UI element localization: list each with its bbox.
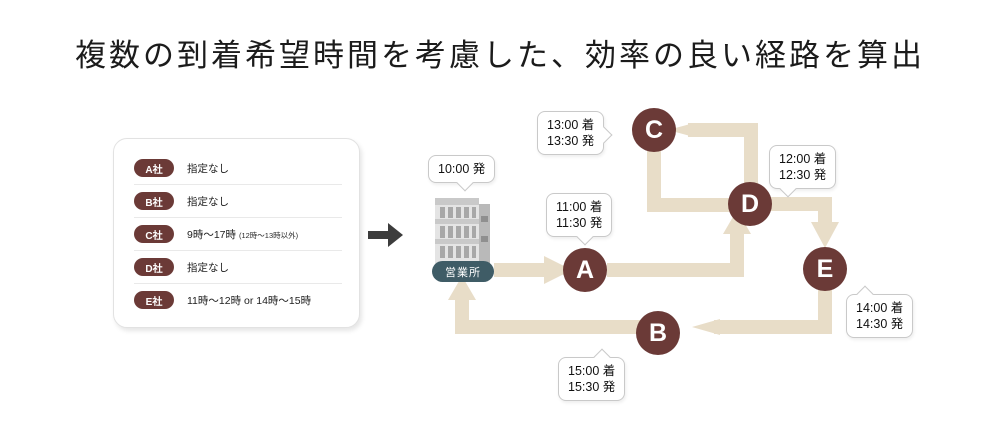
callout-e-line2: 14:30 発 bbox=[856, 317, 904, 331]
callout-stop-e: 14:00 着 14:30 発 bbox=[846, 285, 914, 338]
stop-node-c[interactable]: C bbox=[632, 108, 676, 152]
company-badge-d: D社 bbox=[134, 258, 174, 276]
stop-node-b[interactable]: B bbox=[636, 311, 680, 355]
time-window-c-note: (12時〜13時以外) bbox=[238, 230, 299, 240]
time-window-b: 指定なし bbox=[187, 194, 229, 209]
right-arrow-icon bbox=[368, 223, 403, 247]
constraints-panel: A社 指定なし B社 指定なし C社 9時〜17時 (12時〜13時以外) bbox=[113, 138, 360, 328]
route-segment-a-to-d bbox=[607, 210, 751, 277]
table-row: B社 指定なし bbox=[134, 185, 342, 218]
callout-stop-a: 11:00 着 11:30 発 bbox=[546, 193, 613, 246]
depot-badge: 営業所 bbox=[432, 261, 494, 282]
route-segment-d-to-e bbox=[770, 197, 839, 248]
callout-b-line1: 15:00 着 bbox=[568, 364, 616, 378]
callout-depot-line1: 10:00 発 bbox=[438, 162, 486, 176]
company-badge-b: B社 bbox=[134, 192, 174, 210]
callout-a-line2: 11:30 発 bbox=[556, 216, 603, 230]
callout-a-line1: 11:00 着 bbox=[556, 200, 603, 214]
table-row: A社 指定なし bbox=[134, 152, 342, 185]
time-window-a: 指定なし bbox=[187, 161, 229, 176]
stop-node-a[interactable]: A bbox=[563, 248, 607, 292]
stop-node-e[interactable]: E bbox=[803, 247, 847, 291]
callout-c-line2: 13:30 発 bbox=[547, 134, 595, 148]
table-row: D社 指定なし bbox=[134, 251, 342, 284]
route-segment-e-to-b bbox=[692, 288, 832, 335]
office-building-icon bbox=[435, 198, 490, 266]
time-window-a-main: 指定なし bbox=[187, 162, 229, 175]
callout-stop-c: 13:00 着 13:30 発 bbox=[537, 111, 613, 155]
company-badge-c: C社 bbox=[134, 225, 174, 243]
callout-e-line1: 14:00 着 bbox=[856, 301, 904, 315]
company-badge-e: E社 bbox=[134, 291, 174, 309]
time-window-e: 11時〜12時 or 14時〜15時 bbox=[187, 293, 311, 308]
time-window-c: 9時〜17時 (12時〜13時以外) bbox=[187, 227, 298, 242]
time-window-d: 指定なし bbox=[187, 260, 229, 275]
table-row: E社 11時〜12時 or 14時〜15時 bbox=[134, 284, 342, 316]
company-badge-a: A社 bbox=[134, 159, 174, 177]
callout-c-line1: 13:00 着 bbox=[547, 118, 595, 132]
route-segment-b-to-depot bbox=[448, 276, 641, 334]
table-row: C社 9時〜17時 (12時〜13時以外) bbox=[134, 218, 342, 251]
callout-stop-d: 12:00 着 12:30 発 bbox=[769, 145, 837, 198]
time-window-e-main: 11時〜12時 or 14時〜15時 bbox=[187, 294, 312, 307]
time-window-d-main: 指定なし bbox=[187, 261, 229, 274]
route-segment-d-to-c bbox=[668, 123, 758, 190]
callout-d-line1: 12:00 着 bbox=[779, 152, 827, 166]
callout-stop-b: 15:00 着 15:30 発 bbox=[558, 348, 626, 401]
route-segment-c-to-d bbox=[647, 150, 739, 212]
stop-node-d[interactable]: D bbox=[728, 182, 772, 226]
callout-b-line2: 15:30 発 bbox=[568, 380, 616, 394]
callout-d-line2: 12:30 発 bbox=[779, 168, 827, 182]
constraints-list: A社 指定なし B社 指定なし C社 9時〜17時 (12時〜13時以外) bbox=[134, 152, 342, 316]
time-window-b-main: 指定なし bbox=[187, 195, 229, 208]
page-title: 複数の到着希望時間を考慮した、効率の良い経路を算出 bbox=[75, 38, 925, 73]
route-segment-depot-to-a bbox=[494, 256, 572, 284]
time-window-c-main: 9時〜17時 bbox=[187, 228, 237, 241]
callout-depot-departure: 10:00 発 bbox=[428, 155, 496, 192]
